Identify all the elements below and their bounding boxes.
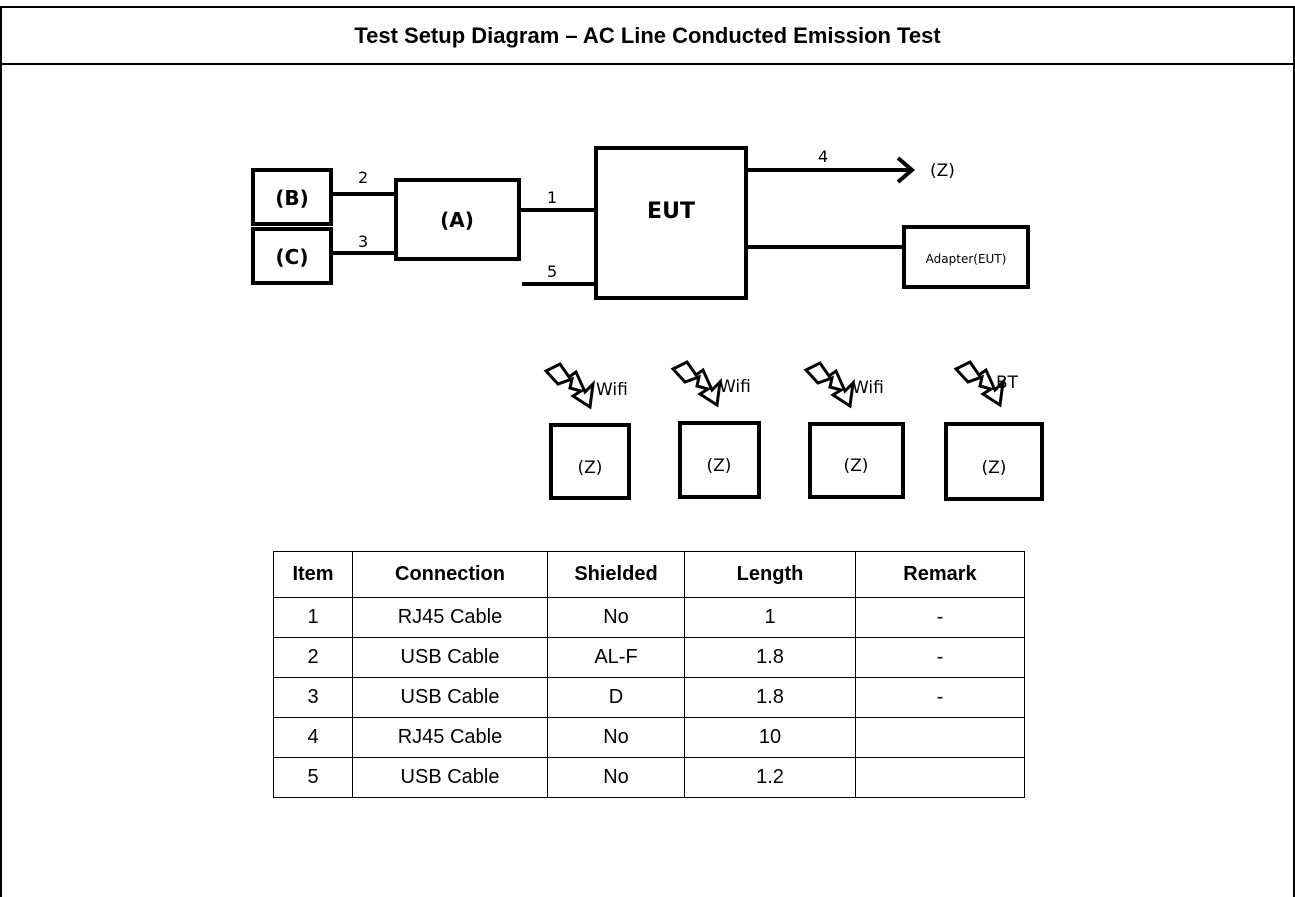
header-shielded: Shielded [547,551,685,598]
z-box-label: (Z) [844,456,869,476]
z-box [549,423,631,500]
cell-shielded: No [547,597,685,638]
header-item: Item [273,551,353,598]
line-3-number: 3 [358,232,368,251]
cell-length: 1.8 [684,677,856,718]
adapter-label: Adapter(EUT) [926,252,1007,266]
cell-remark [855,757,1025,798]
wireless-device-1: Wifi (Z) [543,362,631,500]
box-b-label: (B) [275,186,309,210]
cell-connection: RJ45 Cable [352,597,548,638]
table-header-row: Item Connection Shielded Length Remark [273,551,1025,598]
cell-remark: - [855,637,1025,678]
header-length: Length [684,551,856,598]
cell-item: 4 [273,717,353,758]
cell-shielded: No [547,757,685,798]
page-frame: Test Setup Diagram – AC Line Conducted E… [0,6,1295,897]
cell-shielded: AL-F [547,637,685,678]
z-box [678,421,761,499]
box-c [251,227,333,285]
wireless-device-2: Wifi (Z) [670,360,761,499]
signal-label: Wifi [719,377,751,397]
lightning-icon [953,360,1006,408]
z-arrow-label: (Z) [930,161,955,181]
header-remark: Remark [855,551,1025,598]
cell-item: 2 [273,637,353,678]
line-1-number: 1 [547,188,557,207]
cell-item: 3 [273,677,353,718]
table-row: 3 USB Cable D 1.8 - [273,677,1025,718]
arrow-head-icon [896,156,916,184]
cell-length: 1.2 [684,757,856,798]
lightning-icon [543,362,596,410]
cell-item: 5 [273,757,353,798]
box-c-label: (C) [276,245,309,269]
cable-table: Item Connection Shielded Length Remark 1… [273,551,1025,798]
z-box-label: (Z) [707,456,732,476]
cell-connection: USB Cable [352,677,548,718]
lightning-icon [670,360,723,408]
cell-length: 10 [684,717,856,758]
cell-shielded: No [547,717,685,758]
table-row: 1 RJ45 Cable No 1 - [273,597,1025,638]
cell-remark [855,717,1025,758]
z-box [944,422,1044,501]
cell-item: 1 [273,597,353,638]
eut-label: EUT [647,199,695,224]
line-4-number: 4 [818,147,828,166]
cell-connection: USB Cable [352,757,548,798]
cell-remark: - [855,597,1025,638]
eut-box [594,146,748,300]
adapter-box [902,225,1030,289]
cell-shielded: D [547,677,685,718]
signal-label: Wifi [852,378,884,398]
page-title: Test Setup Diagram – AC Line Conducted E… [2,8,1293,65]
cell-length: 1.8 [684,637,856,678]
table-row: 5 USB Cable No 1.2 [273,757,1025,798]
cell-connection: RJ45 Cable [352,717,548,758]
line-2-number: 2 [358,168,368,187]
table-row: 2 USB Cable AL-F 1.8 - [273,637,1025,678]
z-box-label: (Z) [578,458,603,478]
wireless-device-4: BT (Z) [944,360,1044,501]
cell-length: 1 [684,597,856,638]
signal-label: BT [996,373,1019,393]
z-box-label: (Z) [982,458,1007,478]
header-connection: Connection [352,551,548,598]
box-a [394,178,521,261]
line-5-number: 5 [547,262,557,281]
cell-connection: USB Cable [352,637,548,678]
wireless-device-3: Wifi (Z) [803,361,905,499]
box-a-label: (A) [440,208,474,232]
table-row: 4 RJ45 Cable No 10 [273,717,1025,758]
box-b [251,168,333,226]
cell-remark: - [855,677,1025,718]
signal-label: Wifi [596,380,628,400]
lightning-icon [803,361,856,409]
z-box [808,422,905,499]
frame-border [0,6,1295,897]
